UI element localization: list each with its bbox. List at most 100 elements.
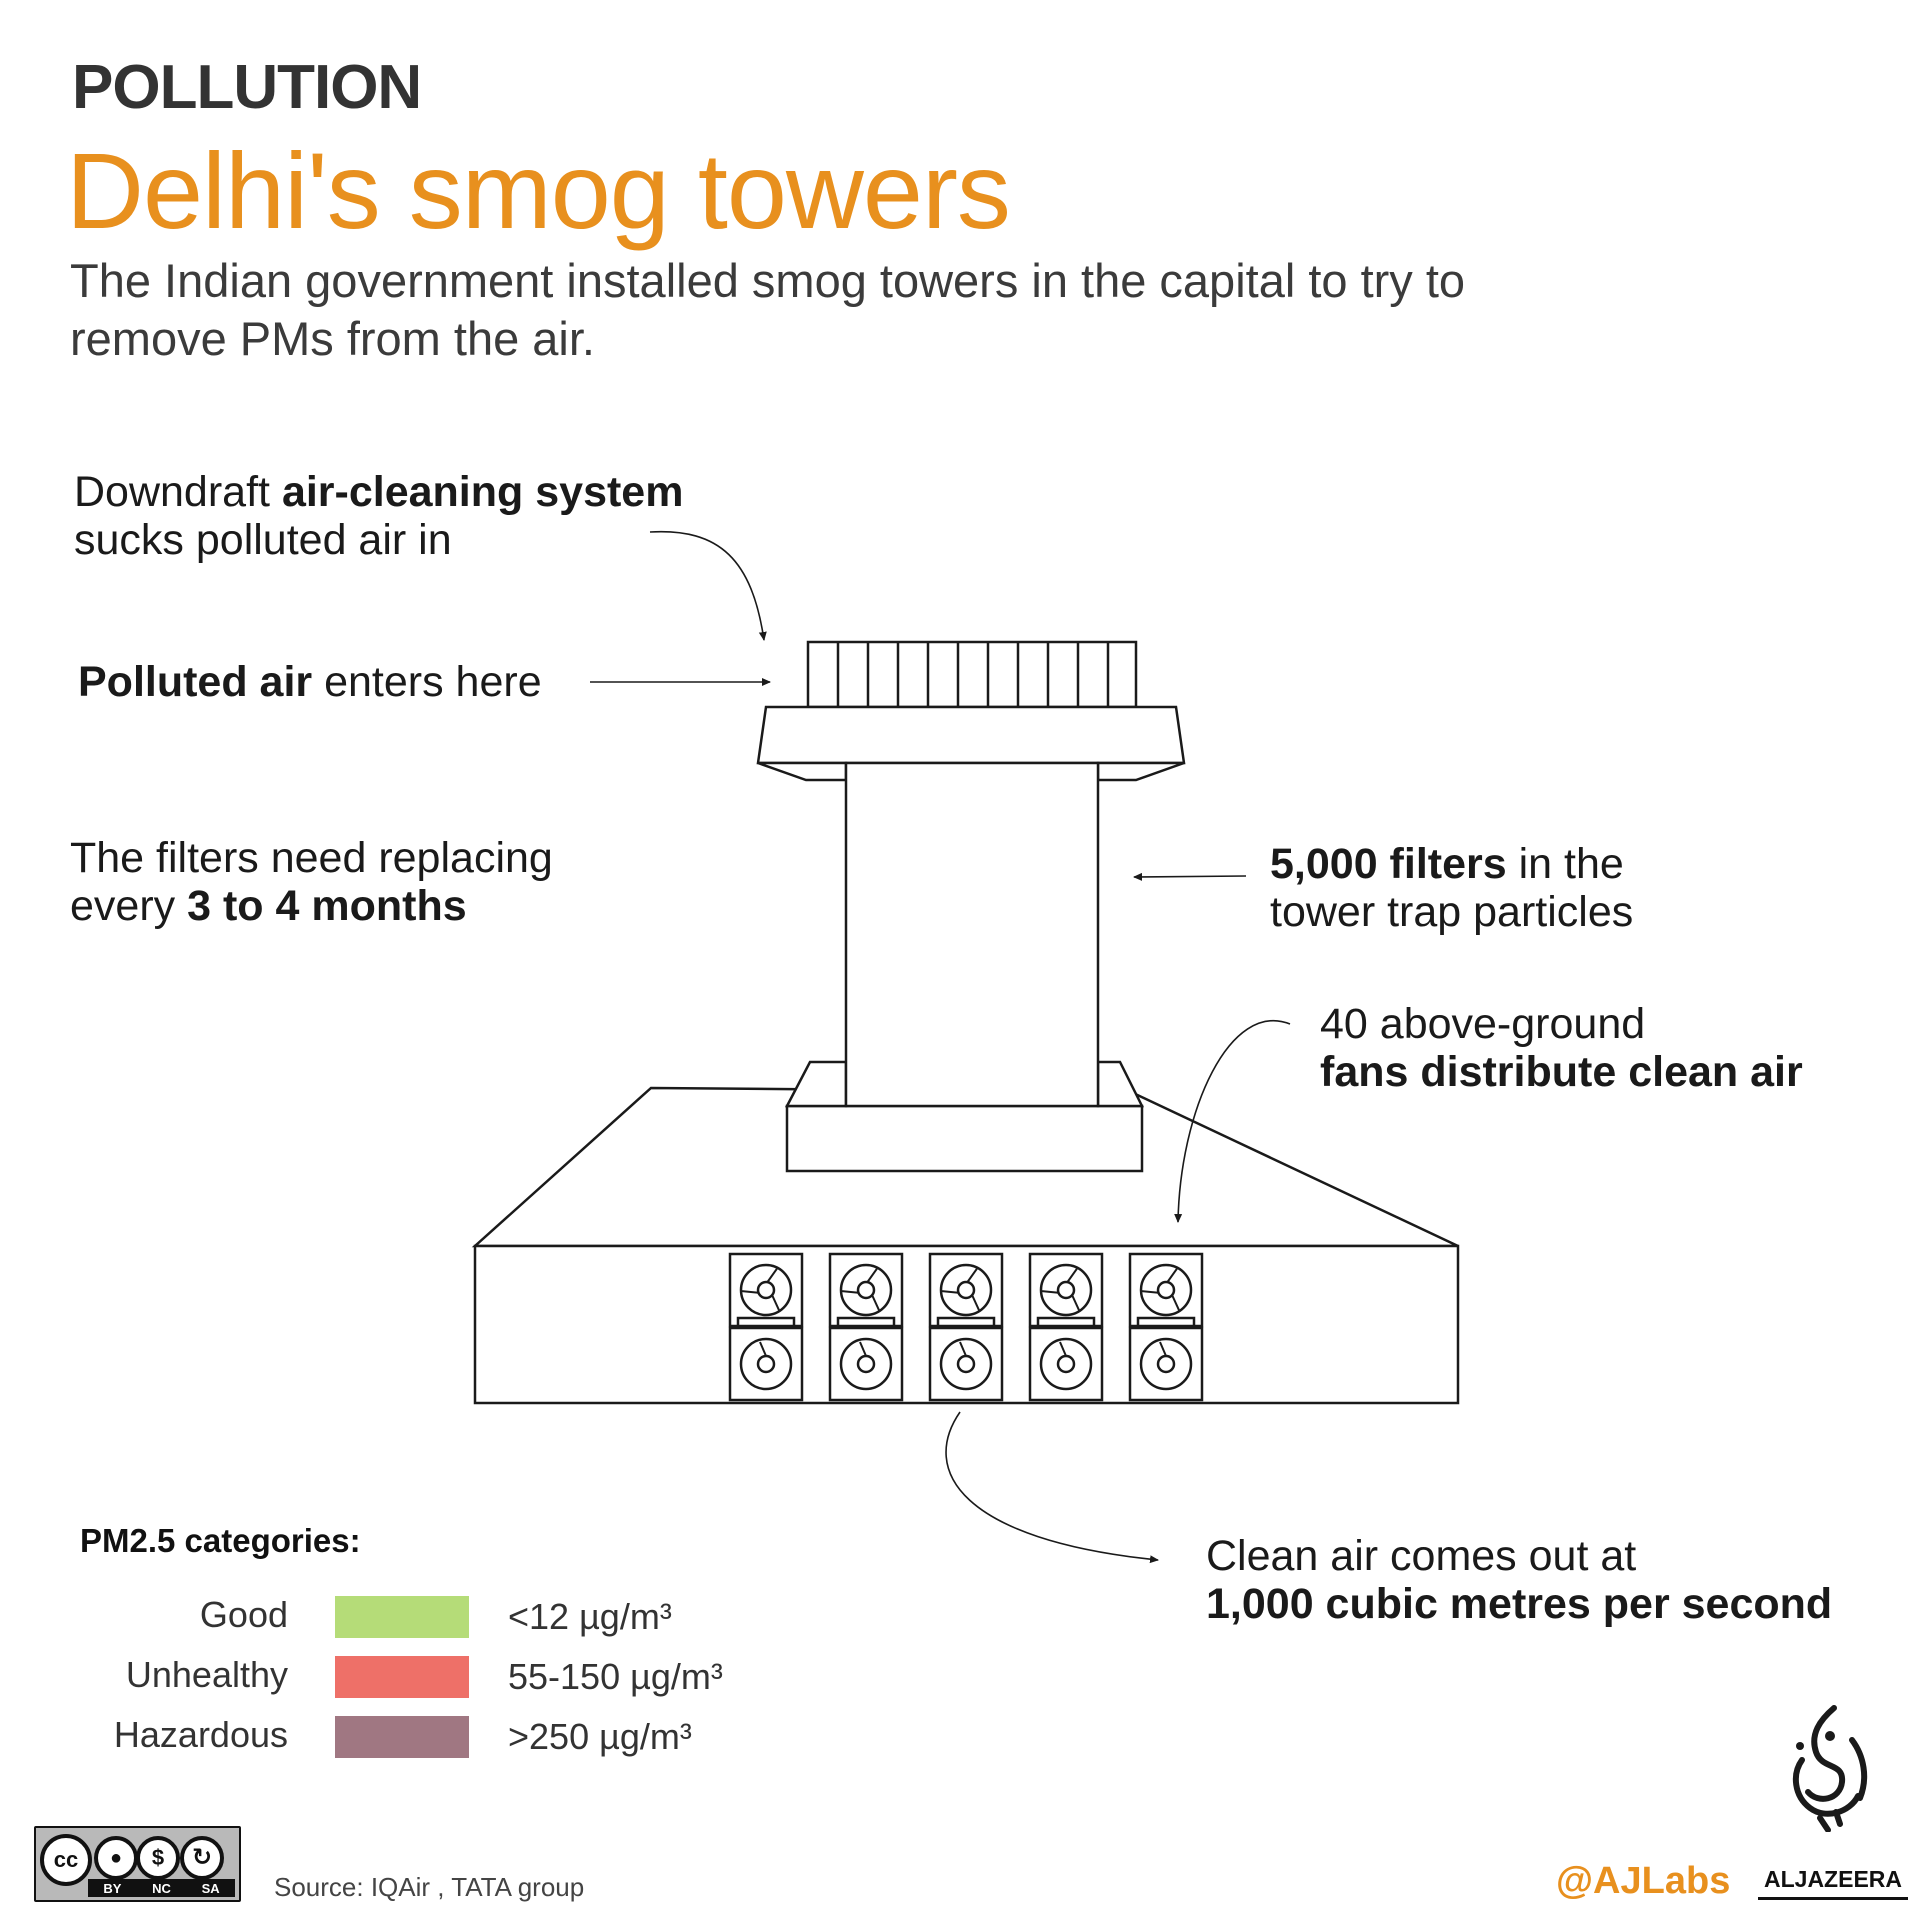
legend-value-unhealthy: 55-150 µg/m³ [508, 1656, 723, 1697]
note-filter-count-bold: 5,000 filters [1270, 840, 1507, 888]
aljazeera-logo-icon [1792, 1705, 1868, 1832]
fan-blade [941, 1290, 959, 1294]
cap-right-flange [1096, 761, 1185, 782]
note-filter-replacement: The filters need replacing every 3 to 4 … [70, 834, 553, 930]
base-block-right-bevel [1096, 1060, 1145, 1108]
legend-swatch-hazardous [335, 1716, 469, 1758]
cc-sa-label: SA [201, 1880, 220, 1896]
note-clean-air: Clean air comes out at 1,000 cubic metre… [1206, 1532, 1832, 1628]
fan-unit [828, 1326, 904, 1402]
legend-value-good: <12 µg/m³ [508, 1596, 672, 1637]
fan-array [728, 1252, 1204, 1402]
note-polluted-air: Polluted air enters here [78, 658, 542, 706]
cc-license-badge[interactable]: cc ● $ ↻ BY NC SA [34, 1826, 241, 1902]
fan-blade [859, 1341, 867, 1357]
fan-hub [956, 1354, 976, 1374]
cc-by-label: BY [103, 1880, 122, 1896]
cc-badge-labels: BY NC SA [88, 1879, 235, 1897]
intake-grille [806, 640, 1138, 709]
fan-hub [1156, 1354, 1176, 1374]
arrow-fans [1174, 1019, 1291, 1223]
fan-hub [756, 1280, 776, 1300]
fan-vent [736, 1316, 796, 1328]
fan-hub [1056, 1354, 1076, 1374]
fan-blade [766, 1268, 778, 1283]
fan-unit [1028, 1252, 1104, 1328]
note-polluted-air-bold: Polluted air [78, 658, 313, 706]
fan-unit [928, 1326, 1004, 1402]
sa-share-icon: ↻ [180, 1836, 224, 1880]
fan-blade [1066, 1268, 1078, 1283]
legend-title: PM2.5 categories: [80, 1522, 361, 1559]
page-subtitle: The Indian government installed smog tow… [70, 254, 1466, 365]
note-fans-pre: 40 above-ground [1320, 1000, 1646, 1048]
note-fans: 40 above-ground fans distribute clean ai… [1320, 1000, 1803, 1096]
fan-vent [836, 1316, 896, 1328]
fan-hub [856, 1280, 876, 1300]
note-air-cleaning-post: sucks polluted air in [74, 516, 452, 564]
note-clean-air-bold: 1,000 cubic metres per second [1206, 1580, 1833, 1628]
fan-blade [771, 1294, 780, 1311]
fan-blade [1059, 1341, 1067, 1357]
fan-blade [866, 1268, 878, 1283]
source-note: Source: IQAir , TATA group [274, 1872, 585, 1902]
fan-unit [1128, 1252, 1204, 1328]
note-filter-count-post2: tower trap particles [1270, 888, 1634, 936]
fan-blade [1171, 1294, 1180, 1311]
fan-blade [959, 1341, 967, 1357]
nc-dollar-icon: $ [136, 1836, 180, 1880]
fan-hub [856, 1354, 876, 1374]
note-fans-bold: fans distribute clean air [1320, 1048, 1803, 1096]
fan-vent [936, 1316, 996, 1328]
arrow-clean-air [945, 1411, 1159, 1564]
grille-slats [836, 642, 1110, 707]
note-filter-replacement-pre: The filters need replacing [70, 834, 553, 882]
tower-column [844, 761, 1100, 1108]
note-air-cleaning: Downdraft air-cleaning system sucks poll… [74, 468, 683, 564]
twitter-handle[interactable]: @AJLabs [1556, 1860, 1731, 1902]
fan-blade [841, 1290, 859, 1294]
fan-unit [1028, 1326, 1104, 1402]
note-polluted-air-post: enters here [312, 658, 542, 706]
fan-unit [728, 1252, 804, 1328]
legend-label-hazardous: Hazardous [113, 1714, 288, 1755]
fan-blade [971, 1294, 980, 1311]
fan-hub [1156, 1280, 1176, 1300]
fan-vent [1036, 1316, 1096, 1328]
arrow-air-cleaning [649, 530, 767, 641]
cc-icon: cc [40, 1834, 92, 1886]
fan-blade [1159, 1341, 1167, 1357]
fan-hub [956, 1280, 976, 1300]
note-air-cleaning-bold: air-cleaning system [281, 468, 684, 516]
fan-hub [756, 1354, 776, 1374]
tower-base-block [785, 1104, 1144, 1173]
arrow-filters [1133, 872, 1247, 881]
fan-unit [1128, 1326, 1204, 1402]
fan-blade [759, 1341, 767, 1357]
note-filter-count: 5,000 filters in the tower trap particle… [1270, 840, 1633, 936]
fan-blade [871, 1294, 880, 1311]
section-label: POLLUTION [72, 53, 422, 122]
legend-swatch-unhealthy [335, 1656, 469, 1698]
brand-name: ALJAZEERA [1758, 1862, 1909, 1900]
fan-unit [928, 1252, 1004, 1328]
legend-value-hazardous: >250 µg/m³ [508, 1716, 692, 1757]
legend-swatch-good [335, 1596, 469, 1638]
cc-nc-label: NC [152, 1880, 171, 1896]
fan-blade [966, 1268, 978, 1283]
fan-hub [1056, 1280, 1076, 1300]
base-block-left-bevel [784, 1060, 848, 1108]
fan-blade [1041, 1290, 1059, 1294]
fan-blade [1141, 1290, 1159, 1294]
note-air-cleaning-pre: Downdraft [74, 468, 282, 516]
note-filter-replacement-bold: 3 to 4 months [187, 882, 467, 930]
legend-label-unhealthy: Unhealthy [125, 1654, 288, 1695]
fan-blade [1166, 1268, 1178, 1283]
note-clean-air-pre: Clean air comes out at [1206, 1532, 1637, 1580]
fan-blade [1071, 1294, 1080, 1311]
by-person-icon: ● [94, 1836, 138, 1880]
fan-blade [741, 1290, 759, 1294]
fan-unit [828, 1252, 904, 1328]
legend-label-good: Good [199, 1594, 288, 1635]
